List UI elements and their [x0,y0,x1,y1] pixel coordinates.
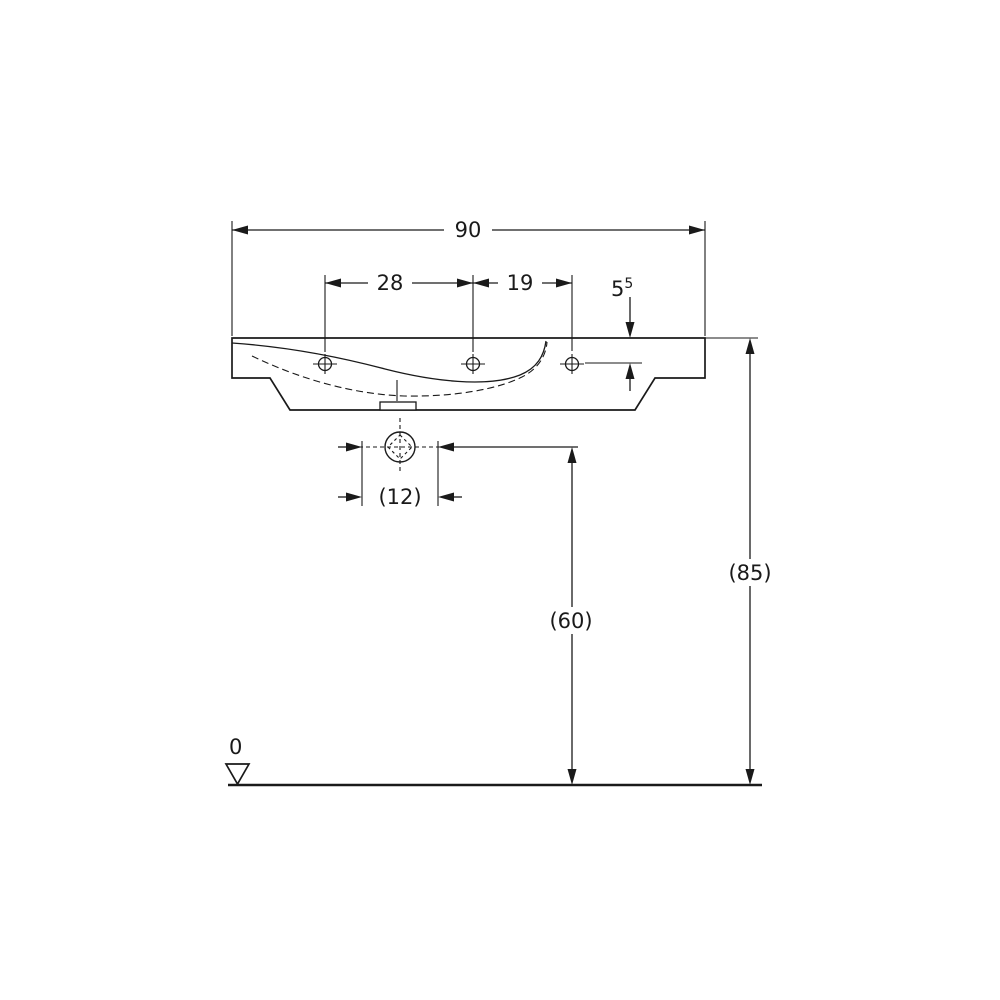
label-mask [444,217,492,242]
arrowhead-up [625,363,635,379]
dim-drain-offset-label: (12) [378,485,421,509]
floor-datum: 0 [224,735,762,787]
arrowhead-left-in [438,492,454,502]
bowl-hidden-curve [251,341,548,397]
label-mask [368,270,412,295]
basin-profile [231,337,706,411]
arrowhead-down [567,769,577,785]
tap-hole-left [313,354,337,374]
dim-hole-spacing-left-label: 28 [377,271,404,295]
label-mask [722,559,778,586]
trap-inner-diamond [387,434,413,460]
dim-overall-width-label: 90 [455,218,482,242]
basin-outline [231,337,706,411]
dim-drain-height-label: (60) [549,609,592,633]
dim-hole-spacing-right-label: 19 [507,271,534,295]
label-mask [544,607,599,634]
arrowhead-down [625,322,635,338]
dimension-hole-spacing: 28 19 [324,270,573,352]
arrowhead-right [556,278,572,288]
dimension-overall-width: 90 [231,217,706,336]
dim-rim-height-label: (85) [728,561,771,585]
dimension-drain-height: (60) [454,446,599,785]
label-mask [498,270,542,295]
arrowhead-mid-right [473,278,489,288]
arrowhead-right-in [346,442,362,452]
datum-level-label: 0 [229,735,242,759]
arrowhead-down [745,769,755,785]
bowl-edge-curve [231,340,547,383]
dimension-drain-offset: (12) [338,485,462,509]
datum-triangle-icon [224,763,251,786]
drain-boss [379,401,417,411]
dim-rim-to-holes-label: 55 [611,276,633,301]
tap-hole-right [560,354,584,374]
tap-hole-center [461,354,485,374]
arrowhead-right-in [346,492,362,502]
arrowhead-left [232,225,248,235]
dimension-rim-to-holes: 55 [585,276,642,391]
arrowhead-right [689,225,705,235]
arrowhead-left-in [438,442,454,452]
arrowhead-mid-left [457,278,473,288]
drain-trap-symbol [338,418,454,506]
arrowhead-up [567,447,577,463]
arrowhead-up [745,338,755,354]
trap-circle [384,431,416,463]
arrowhead-left [325,278,341,288]
dimension-rim-height: (85) [705,337,778,785]
